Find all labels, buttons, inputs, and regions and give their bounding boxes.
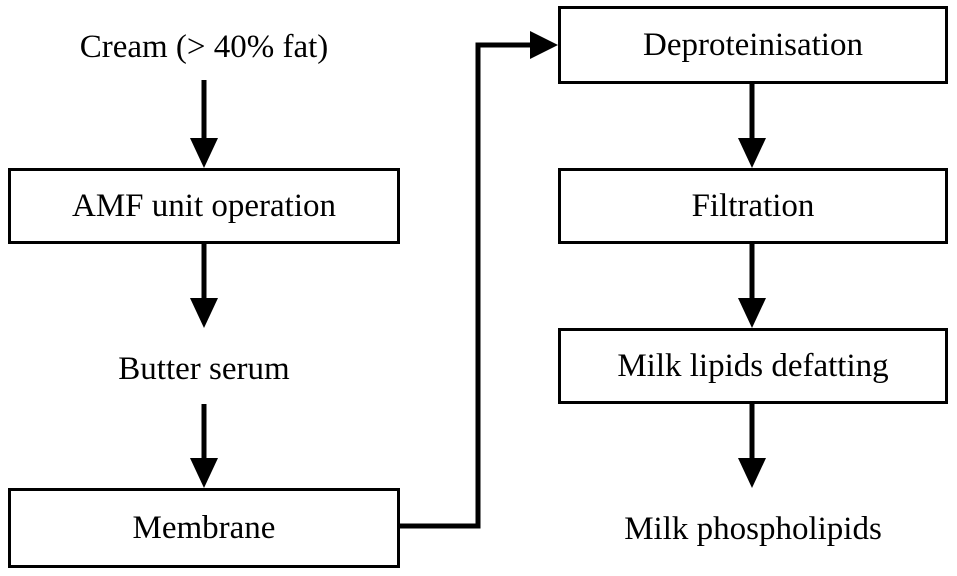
node-deproteinisation-label: Deproteinisation bbox=[643, 26, 863, 63]
node-membrane-label: Membrane bbox=[132, 509, 276, 546]
node-filtration-label: Filtration bbox=[691, 187, 815, 224]
node-amf-unit-operation: AMF unit operation bbox=[8, 168, 400, 244]
arrow-defatting-to-phospholipids bbox=[738, 404, 766, 488]
node-butter-serum: Butter serum bbox=[8, 344, 400, 394]
node-milk-phospholipids: Milk phospholipids bbox=[558, 504, 948, 554]
node-deproteinisation: Deproteinisation bbox=[558, 6, 948, 84]
arrow-membrane-to-deproteinisation bbox=[400, 31, 558, 529]
node-membrane: Membrane bbox=[8, 488, 400, 568]
node-amf-label: AMF unit operation bbox=[72, 187, 336, 224]
arrow-deproteinisation-to-filtration bbox=[738, 84, 766, 168]
node-defatting-label: Milk lipids defatting bbox=[617, 347, 889, 384]
arrow-cream-to-amf bbox=[190, 80, 218, 168]
node-butter-serum-label: Butter serum bbox=[118, 350, 290, 387]
arrow-filtration-to-defatting bbox=[738, 244, 766, 328]
node-cream-label: Cream (> 40% fat) bbox=[79, 28, 329, 65]
node-filtration: Filtration bbox=[558, 168, 948, 244]
arrow-butter-serum-to-membrane bbox=[190, 404, 218, 488]
node-cream: Cream (> 40% fat) bbox=[8, 22, 400, 72]
node-phospholipids-label: Milk phospholipids bbox=[624, 510, 882, 547]
arrow-amf-to-butter-serum bbox=[190, 244, 218, 328]
node-milk-lipids-defatting: Milk lipids defatting bbox=[558, 328, 948, 404]
